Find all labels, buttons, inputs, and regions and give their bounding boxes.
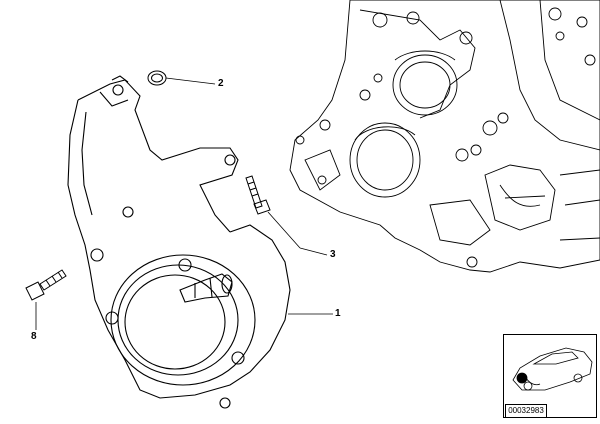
bolt-8-drawing <box>25 269 67 301</box>
part-number-label: 00032983 <box>505 404 547 418</box>
timing-cover-drawing <box>67 75 291 409</box>
bolt-3-drawing <box>245 175 271 215</box>
callout-8[interactable]: 8 <box>31 331 37 342</box>
callout-1[interactable]: 1 <box>335 308 341 319</box>
leader-lines <box>35 77 333 330</box>
engine-block-drawing <box>289 0 600 273</box>
callout-2[interactable]: 2 <box>218 78 224 89</box>
callout-3[interactable]: 3 <box>330 249 336 260</box>
